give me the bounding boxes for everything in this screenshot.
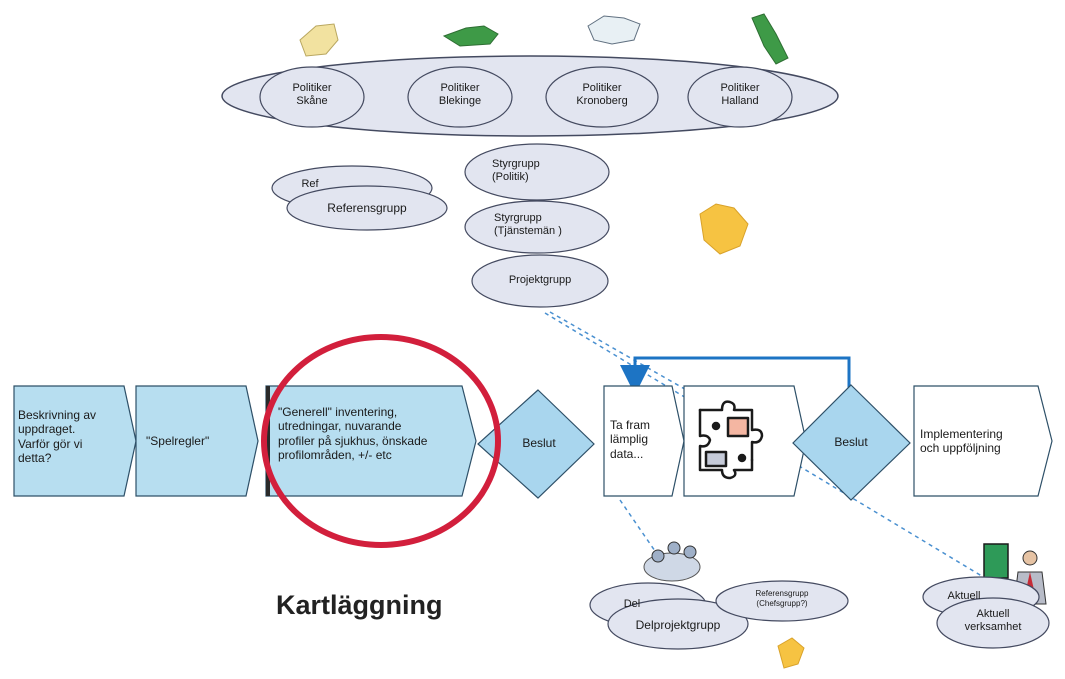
steering-politics-oval[interactable] [464,143,610,201]
step-description-shape[interactable] [13,385,137,497]
highlight-ring [261,334,501,548]
project-group-label: Projektgrupp [508,274,572,286]
step-puzzle-shape[interactable] [683,385,807,497]
steering-officials-oval[interactable] [464,200,610,254]
operations-back-label: Aktuell [947,590,981,602]
puzzle-icon [698,400,764,480]
map-small-icon [777,637,805,669]
step-implementation-shape[interactable] [913,385,1053,497]
map-halland-icon [751,13,789,65]
operations-oval[interactable] [936,597,1050,649]
steering-politics-label: Styrgrupp (Politik) [492,158,540,184]
reference-group-label: Referensgrupp [327,201,407,215]
step-rules-label: "Spelregler" [146,434,210,448]
feedback-arrow [620,356,851,395]
subproject-group-label: Delprojektgrupp [635,618,721,632]
region-maps [299,13,805,669]
operations-label: Aktuell verksamhet [964,608,1022,634]
map-blekinge-icon [442,25,499,47]
politician-halland-oval[interactable] [687,66,793,128]
reference-small-oval[interactable] [715,580,849,622]
reference-group-oval[interactable] [286,185,448,231]
map-skane-icon [299,23,339,57]
step-inventory-label: "Generell" inventering, utredningar, nuv… [278,405,428,463]
steering-officials-label: Styrgrupp (Tjänstemän ) [494,212,562,238]
politician-skane-label: Politiker Skåne [292,82,332,108]
step-data-label: Ta fram lämplig data... [610,418,651,461]
step-inventory-edge [266,386,270,496]
dotted-connectors [544,311,1006,591]
subproject-back-label: Del [623,598,641,610]
decision2-label: Beslut [834,435,868,449]
step-rules-shape[interactable] [135,385,259,497]
reference-group-back-label: Ref [301,178,319,190]
politician-blekinge-label: Politiker Blekinge [438,82,482,108]
subproject-group-oval[interactable] [607,598,749,650]
step-description-label: Beskrivning av uppdraget. Varför gör vi … [18,408,97,466]
decision1-label: Beslut [522,436,556,450]
politician-kronoberg-oval[interactable] [545,66,659,128]
politician-blekinge-oval[interactable] [407,66,513,128]
reference-small-label: Referensgrupp (Chefsgrupp?) [755,589,809,608]
people-clipart-icon [643,541,701,582]
mapping-heading: Kartläggning [276,590,443,620]
map-kronoberg-icon [587,15,641,45]
map-vastra-icon [699,203,749,255]
politician-skane-oval[interactable] [259,66,365,128]
politicians-group-ellipse [221,55,839,137]
decision2-diamond[interactable] [792,384,911,501]
step-data-shape[interactable] [603,385,685,497]
politician-kronoberg-label: Politiker Kronoberg [576,82,628,108]
project-group-oval[interactable] [471,254,609,308]
politician-halland-label: Politiker Halland [720,82,760,108]
step-implementation-label: Implementering och uppföljning [920,427,1003,456]
